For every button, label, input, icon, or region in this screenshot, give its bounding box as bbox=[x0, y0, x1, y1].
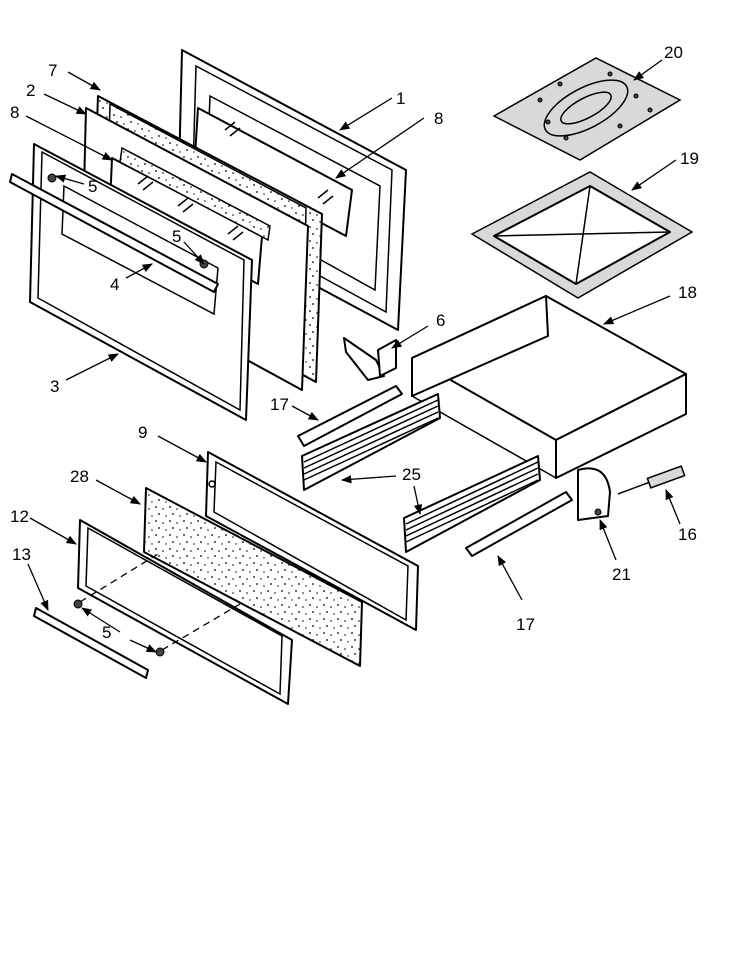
callout-7: 7 bbox=[48, 61, 57, 80]
callout-6: 6 bbox=[436, 311, 445, 330]
part-25-drawer-rail-right bbox=[403, 455, 541, 553]
callout-9: 9 bbox=[138, 423, 147, 442]
part-20-griddle-plate bbox=[492, 57, 682, 161]
part-17-drawer-slide-right bbox=[465, 491, 573, 557]
callout-5-handle-right: 5 bbox=[172, 227, 181, 246]
callout-12: 12 bbox=[10, 507, 29, 526]
callout-8-glass-rear: 8 bbox=[434, 109, 443, 128]
callout-25: 25 bbox=[402, 465, 421, 484]
part-5-screws-drawer bbox=[73, 553, 241, 657]
part-28-drawer-insulation bbox=[143, 487, 363, 667]
part-25-drawer-rail-left bbox=[301, 393, 441, 491]
callout-17-left: 17 bbox=[270, 395, 289, 414]
part-18-drawer-body bbox=[411, 295, 687, 479]
callout-2: 2 bbox=[26, 81, 35, 100]
callout-20: 20 bbox=[664, 43, 683, 62]
callout-8-glass-front: 8 bbox=[10, 103, 19, 122]
callout-5-drawer: 5 bbox=[102, 623, 111, 642]
callout-5-handle-left: 5 bbox=[88, 177, 97, 196]
part-17-drawer-slide-left bbox=[297, 385, 403, 447]
part-19-broiler-pan bbox=[470, 171, 694, 299]
callout-4: 4 bbox=[110, 275, 119, 294]
part-8-window-glass-rear bbox=[194, 107, 353, 237]
part-13-drawer-handle bbox=[33, 607, 149, 679]
callout-19: 19 bbox=[680, 149, 699, 168]
callout-1: 1 bbox=[396, 89, 405, 108]
callout-16: 16 bbox=[678, 525, 697, 544]
callout-17-right: 17 bbox=[516, 615, 535, 634]
callout-21: 21 bbox=[612, 565, 631, 584]
part-12-drawer-outer-panel bbox=[77, 519, 293, 705]
callout-3: 3 bbox=[50, 377, 59, 396]
part-9-drawer-front-frame bbox=[205, 451, 419, 631]
oven-door-assembly bbox=[9, 49, 407, 421]
callout-labels: 1 8 7 2 8 5 5 4 3 6 20 19 18 17 9 28 12 … bbox=[10, 43, 699, 642]
callout-28: 28 bbox=[70, 467, 89, 486]
part-4-door-handle bbox=[9, 173, 219, 293]
callout-13: 13 bbox=[12, 545, 31, 564]
callout-18: 18 bbox=[678, 283, 697, 302]
part-21-drawer-bracket bbox=[577, 467, 611, 521]
leader-lines bbox=[25, 59, 681, 653]
part-6-hinge bbox=[343, 337, 397, 381]
part-16-spring bbox=[617, 465, 686, 495]
